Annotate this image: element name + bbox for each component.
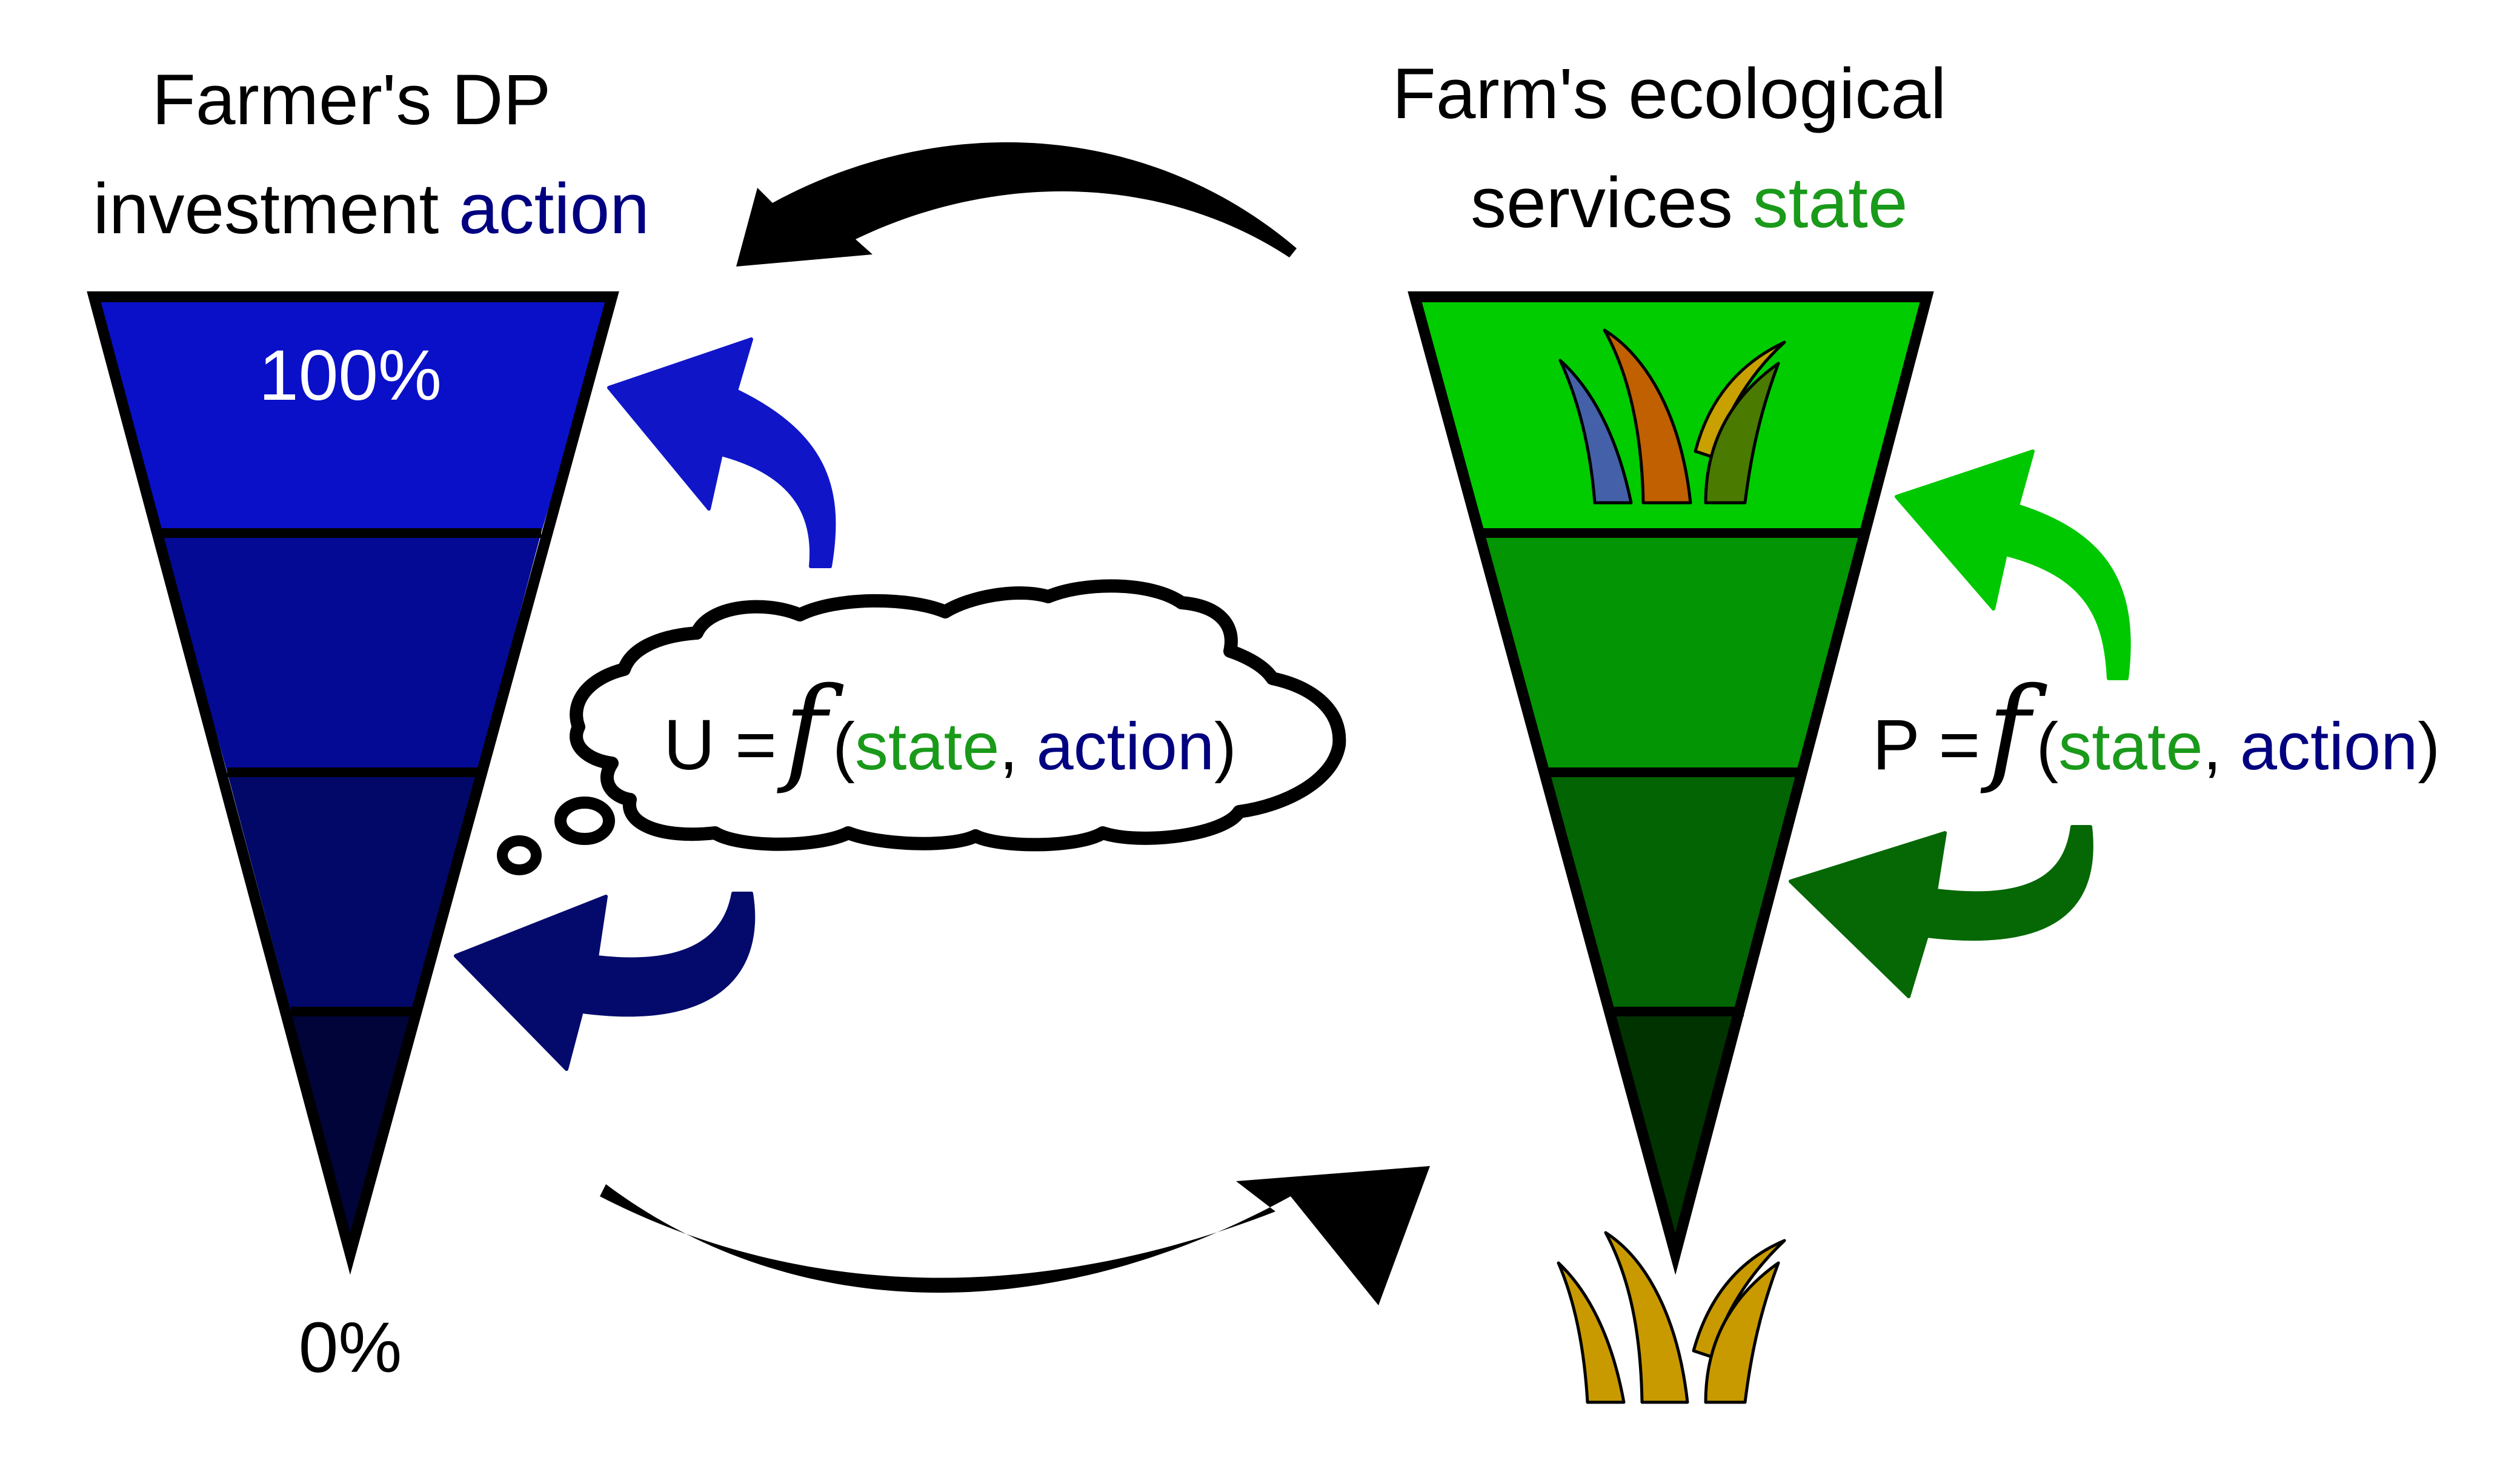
blue-arrow-up bbox=[607, 337, 836, 568]
utility-arg-action: action bbox=[1037, 709, 1215, 784]
production-lhs: P = bbox=[1872, 705, 1980, 785]
arrow-action-to-state bbox=[600, 1166, 1430, 1305]
production-equation: P =f(state, action) bbox=[1860, 663, 2447, 797]
left-title-line2: investment action bbox=[0, 169, 709, 249]
thought-bubble-large bbox=[554, 797, 615, 845]
right-title-prefix: services bbox=[1471, 163, 1753, 243]
thought-cloud bbox=[570, 579, 1346, 852]
right-title-state-word: state bbox=[1753, 163, 1908, 243]
production-arg-action: action bbox=[2240, 709, 2418, 784]
right-funnel-level-3 bbox=[1478, 533, 1866, 772]
utility-open-paren: ( bbox=[833, 709, 855, 784]
left-funnel-level-2 bbox=[227, 772, 477, 1012]
left-funnel-level-3 bbox=[161, 533, 541, 772]
right-funnel-level-1 bbox=[1606, 1012, 1744, 1254]
left-funnel-top-label: 100% bbox=[259, 336, 442, 416]
utility-close-paren: ) bbox=[1214, 709, 1237, 784]
left-title-prefix: investment bbox=[93, 169, 459, 249]
left-title-line1: Farmer's DP bbox=[152, 60, 551, 140]
thought-bubble-small bbox=[497, 835, 542, 875]
grass-colored-icon bbox=[1558, 328, 1786, 505]
utility-sep: , bbox=[999, 709, 1036, 784]
utility-equation: U =f(state, action) bbox=[651, 663, 1244, 797]
right-title-line1: Farm's ecological bbox=[1392, 54, 1946, 134]
green-arrow-down bbox=[1789, 825, 2093, 998]
arrow-state-to-action bbox=[736, 142, 1297, 267]
production-open-paren: ( bbox=[2036, 709, 2059, 784]
left-funnel bbox=[87, 291, 619, 1275]
left-funnel-level-1 bbox=[291, 1012, 415, 1254]
right-funnel-level-2 bbox=[1542, 772, 1806, 1012]
left-title-action-word: action bbox=[459, 169, 650, 249]
production-close-paren: ) bbox=[2418, 709, 2440, 784]
green-arrow-up bbox=[1895, 449, 2131, 680]
right-funnel-outline bbox=[1408, 291, 1934, 1275]
production-arg-state: state bbox=[2058, 709, 2203, 784]
production-sep: , bbox=[2203, 709, 2240, 784]
utility-lhs: U = bbox=[663, 705, 777, 785]
left-funnel-bottom-label: 0% bbox=[299, 1308, 402, 1388]
utility-arg-state: state bbox=[855, 709, 999, 784]
left-funnel-level-4 bbox=[94, 297, 612, 533]
grass-yellow-icon bbox=[1557, 1231, 1786, 1404]
blue-arrow-down bbox=[454, 892, 756, 1071]
left-funnel-outline bbox=[87, 291, 619, 1275]
right-title-line2: services state bbox=[1371, 163, 1967, 243]
